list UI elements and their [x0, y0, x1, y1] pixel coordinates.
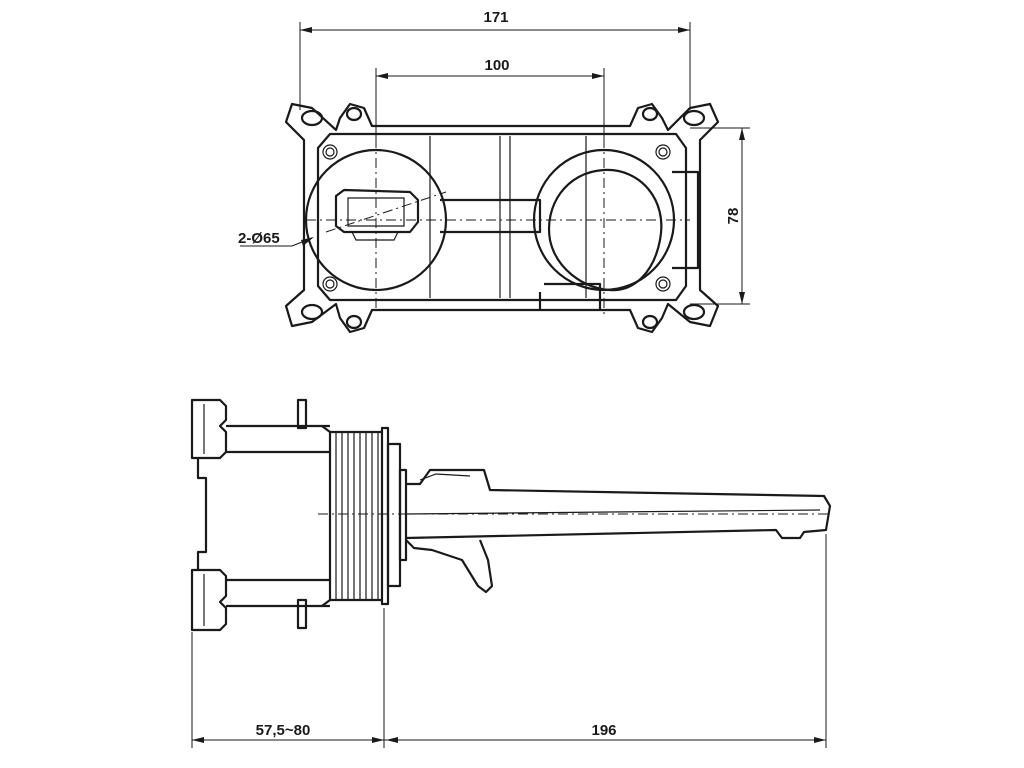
- lever: [405, 539, 494, 594]
- inner-frame: [316, 132, 688, 302]
- dimension-labels: 171 100 78 2-Ø65 57,5~80 196: [238, 9, 742, 739]
- dim-handle-spacing: 100: [484, 57, 509, 74]
- spout: [405, 468, 832, 540]
- dim-diameter: 2-Ø65: [238, 230, 280, 247]
- left-handle: [334, 188, 420, 234]
- side-view: [190, 398, 832, 632]
- housing: [321, 425, 332, 607]
- bottom-flange: [190, 568, 228, 632]
- dimension-lines: [191, 22, 827, 748]
- mounting-holes: [300, 106, 706, 330]
- dim-spout-length: 196: [591, 722, 616, 739]
- dim-total-width: 171: [483, 9, 508, 26]
- top-view: [284, 102, 720, 334]
- mounting-frame-outline: [284, 102, 720, 334]
- top-flange: [190, 398, 228, 460]
- thread-ribs: [330, 426, 390, 606]
- right-handle: [547, 168, 663, 292]
- dim-wall-depth: 57,5~80: [256, 722, 311, 739]
- dim-height: 78: [725, 208, 742, 225]
